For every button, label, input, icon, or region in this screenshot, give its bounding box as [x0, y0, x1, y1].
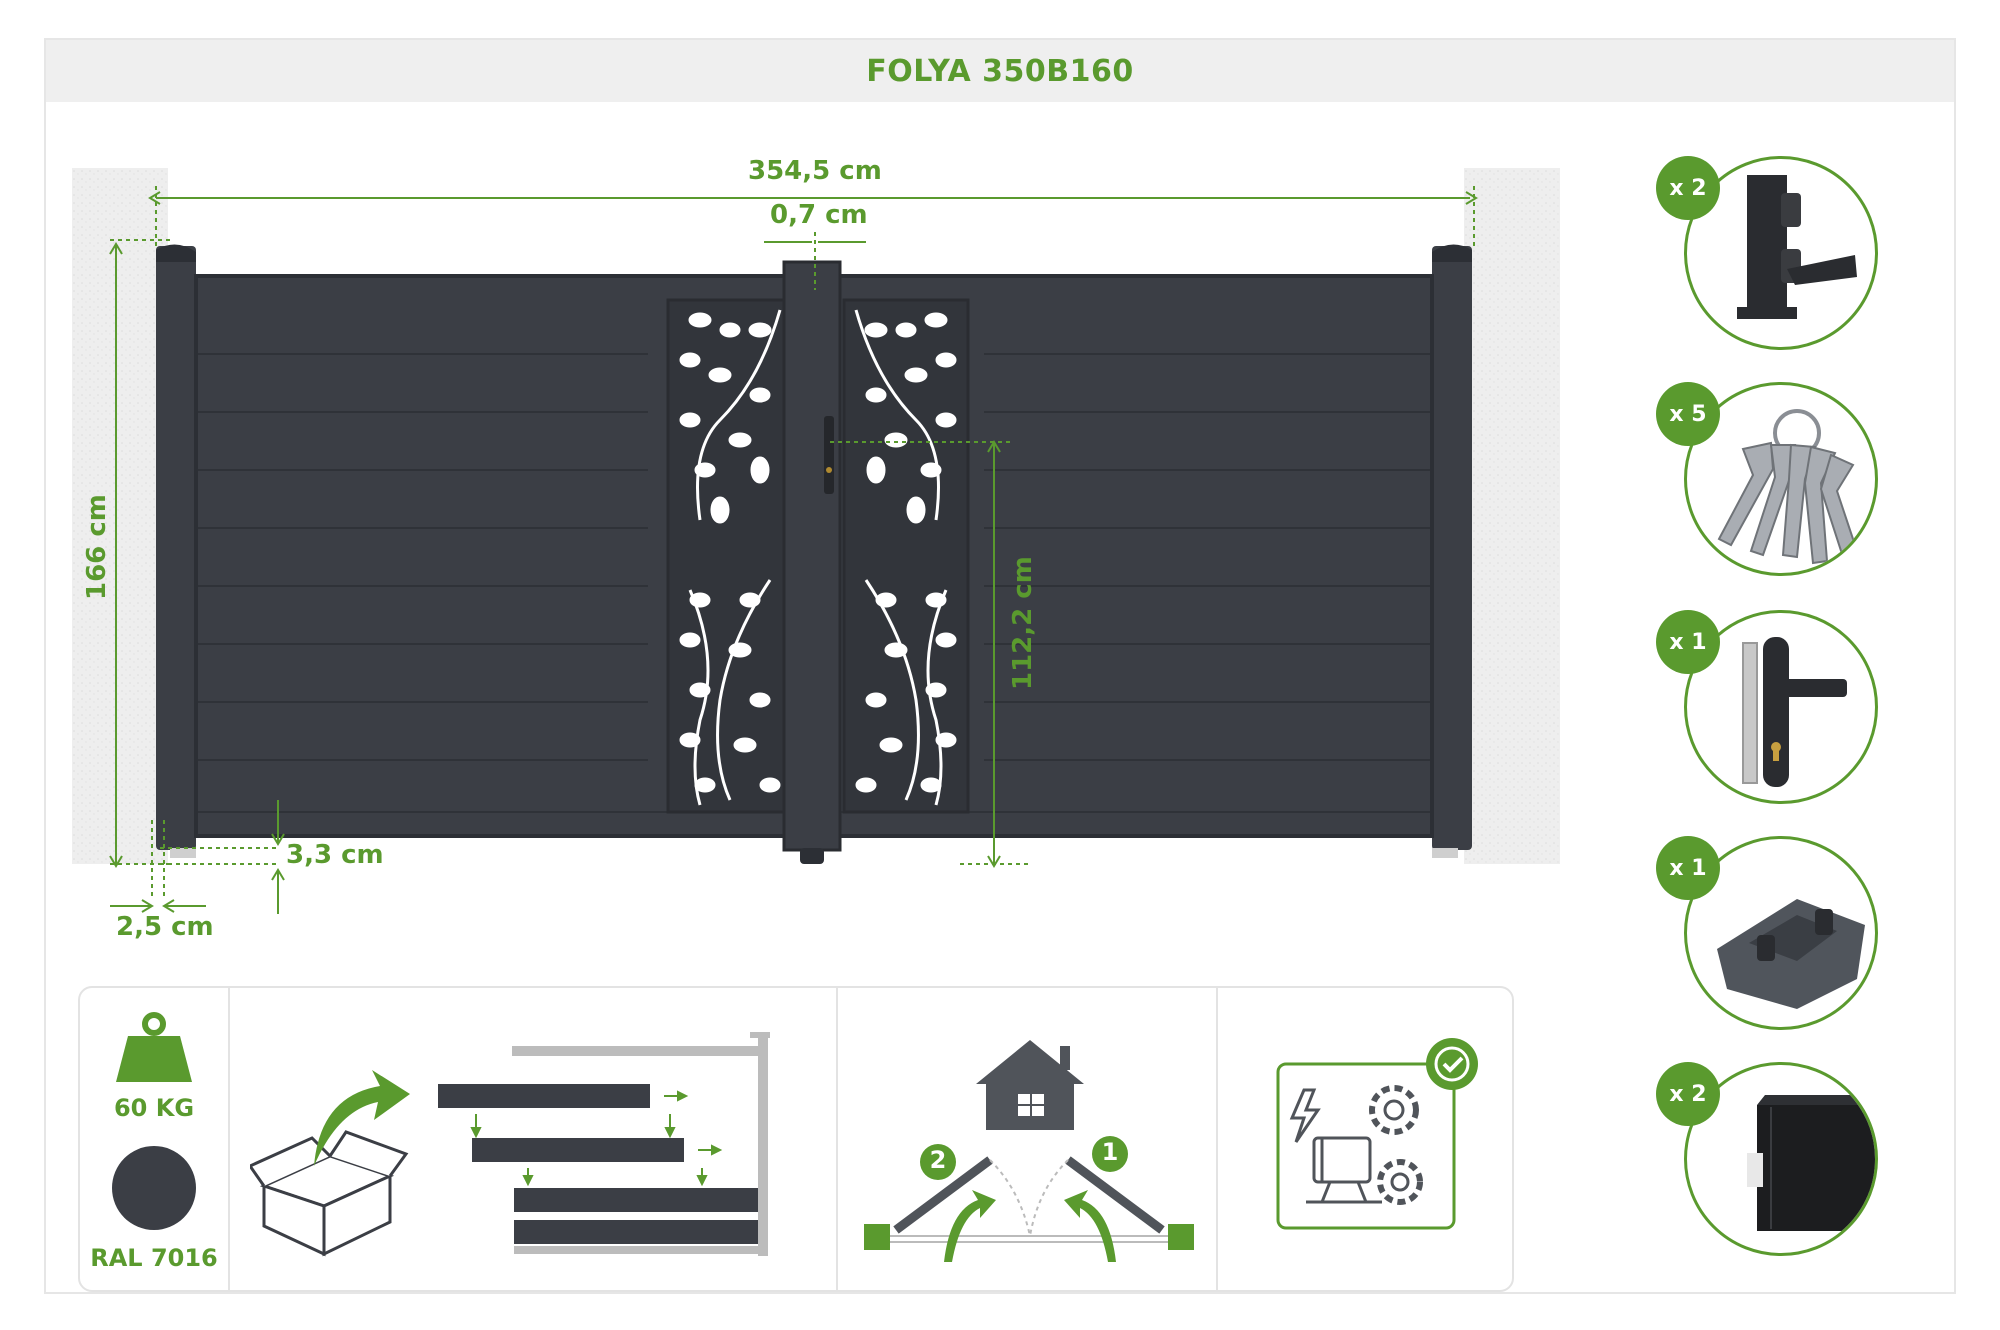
house-icon	[976, 1040, 1084, 1130]
dimension-lines	[109, 186, 1478, 914]
total-width-label: 354,5 cm	[748, 156, 882, 186]
gear-icon	[1377, 1159, 1423, 1205]
qty-badge: x 5	[1656, 382, 1720, 446]
color-swatch	[112, 1146, 196, 1230]
lightning-icon	[1289, 1088, 1321, 1143]
hinge-icon	[1737, 175, 1857, 319]
right-pillar	[1464, 168, 1560, 864]
post-cap-icon	[1747, 1095, 1875, 1231]
leaf-pattern	[679, 309, 957, 806]
slat-lines	[198, 353, 1430, 813]
height-label: 166 cm	[82, 494, 112, 600]
arrow-icon	[314, 1070, 410, 1166]
box-to-panels-icon	[250, 1032, 770, 1257]
sheet-frame	[44, 38, 1956, 1294]
right-decor-panel	[842, 298, 970, 814]
panel-3	[514, 1188, 758, 1212]
qty-badge: x 2	[1656, 1062, 1720, 1126]
opening-order-icon	[864, 1040, 1194, 1262]
title-bar: FOLYA 350B160	[46, 40, 1954, 102]
accessory-hinge	[1684, 156, 1878, 350]
qty-badge: x 2	[1656, 156, 1720, 220]
product-title: FOLYA 350B160	[866, 53, 1134, 89]
divider	[228, 988, 230, 1290]
panel-2	[472, 1138, 684, 1162]
step-2-badge	[920, 1144, 956, 1180]
lock-handle-icon	[1742, 637, 1847, 787]
qty-badge: x 1	[1656, 836, 1720, 900]
step-1-badge	[1092, 1136, 1128, 1172]
color-label: RAL 7016	[90, 1244, 218, 1272]
panel-1	[438, 1084, 650, 1108]
step-1-number: 1	[1101, 1138, 1119, 1166]
left-pillar	[72, 168, 168, 864]
motorization-ready-icon	[1276, 1038, 1478, 1230]
gate-drawing	[72, 168, 1560, 914]
step-2-number: 2	[929, 1146, 947, 1174]
ground-clearance-label: 3,3 cm	[286, 840, 384, 870]
check-badge	[1426, 1038, 1478, 1090]
handle	[824, 416, 834, 494]
rail	[512, 1046, 758, 1056]
post-gap-label: 2,5 cm	[116, 912, 214, 942]
weight-icon	[116, 1012, 192, 1082]
divider	[1216, 988, 1218, 1290]
box-icon	[250, 1130, 409, 1257]
qty-badge: x 1	[1656, 610, 1720, 674]
handle-height-label: 112,2 cm	[1008, 556, 1038, 690]
gate-stop-icon	[1717, 899, 1865, 1009]
motor-icon	[1312, 1136, 1372, 1184]
left-post	[156, 246, 196, 850]
left-decor-panel	[666, 298, 794, 814]
keys-icon	[1717, 409, 1859, 565]
divider	[836, 988, 838, 1290]
panel-4	[514, 1220, 758, 1244]
central-stile	[782, 260, 842, 852]
weight-label: 60 KG	[113, 1094, 195, 1122]
gap-label: 0,7 cm	[770, 200, 868, 230]
right-post	[1432, 246, 1472, 850]
gear-icon	[1369, 1085, 1419, 1135]
